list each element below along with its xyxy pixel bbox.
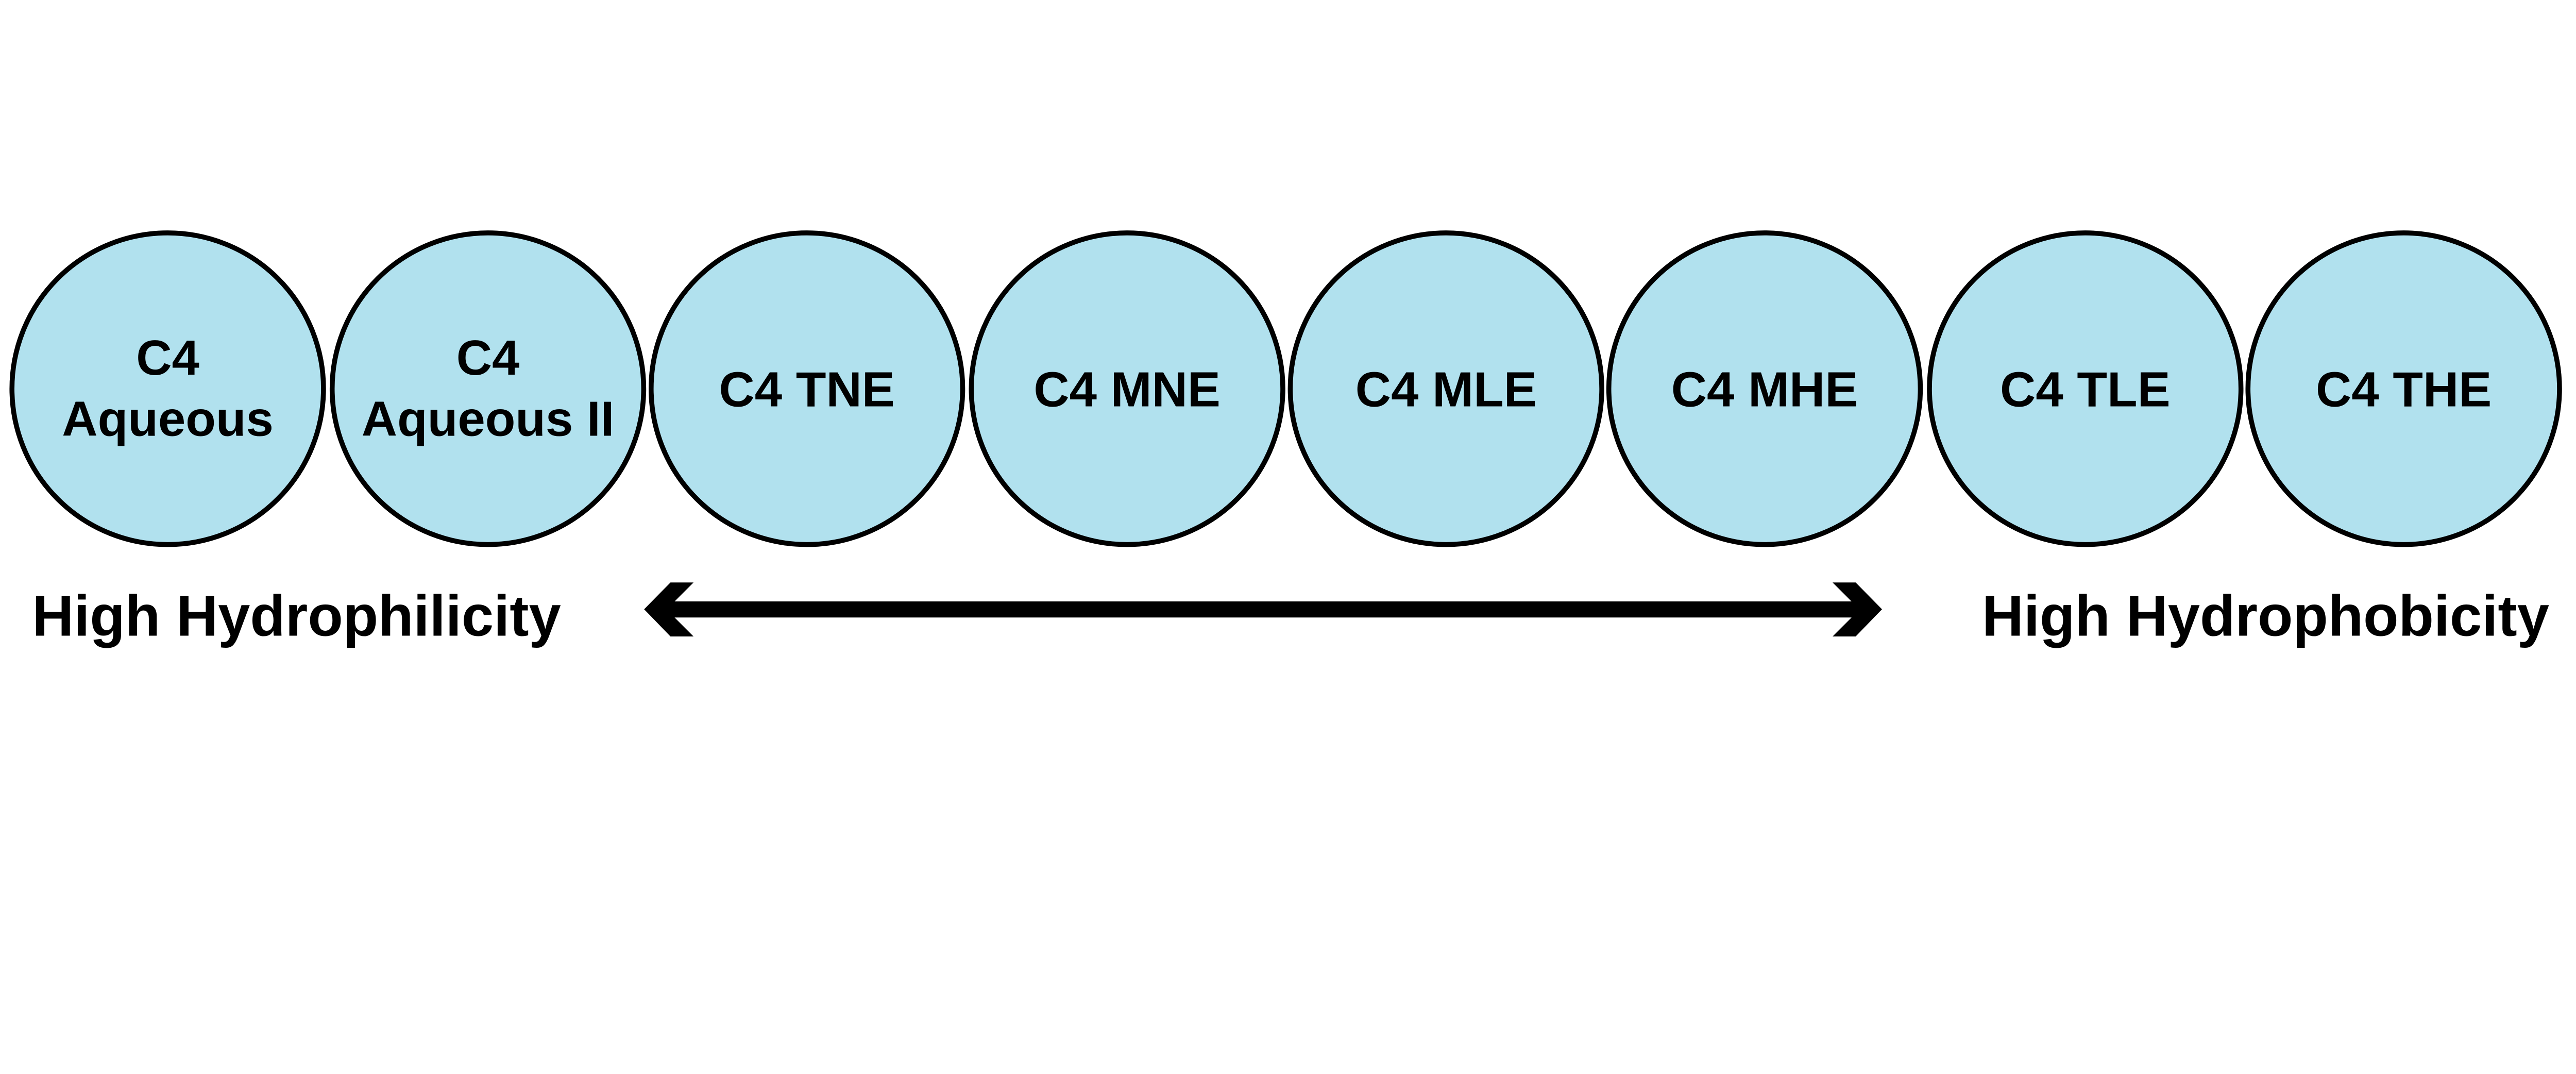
circle-label: C4 MNE	[1033, 362, 1221, 417]
arrow-head-left-icon	[644, 582, 694, 636]
circle-shape	[969, 230, 1285, 547]
circle-label: C4 THE	[2316, 362, 2492, 417]
circle-shape	[1606, 230, 1923, 547]
circle-shape	[2245, 230, 2562, 547]
resin-circle: C4 THE	[2245, 230, 2562, 547]
circle-shape	[329, 230, 647, 547]
circle-shape	[1927, 230, 2244, 547]
circle-label: C4 MHE	[1671, 362, 1858, 417]
circle-label: Aqueous	[62, 391, 274, 446]
left-scale-label: High Hydrophilicity	[32, 583, 561, 648]
circle-shape	[649, 230, 965, 547]
double-headed-arrow-icon	[644, 582, 1883, 636]
right-scale-label: High Hydrophobicity	[1982, 583, 2549, 648]
circle-label: Aqueous II	[362, 391, 615, 446]
circle-label: C4	[136, 330, 199, 385]
circle-label: C4 MLE	[1355, 362, 1537, 417]
circle-label: C4 TLE	[2000, 362, 2171, 417]
resin-circle: C4 MNE	[969, 230, 1285, 547]
resin-circle: C4 TLE	[1927, 230, 2244, 547]
arrow-head-right-icon	[1833, 582, 1883, 636]
arrow-shaft	[667, 601, 1859, 618]
resin-circle: C4 TNE	[649, 230, 965, 547]
circle-shape	[9, 230, 326, 547]
resin-circle: C4 MHE	[1606, 230, 1923, 547]
circle-label: C4 TNE	[719, 362, 895, 417]
circle-shape	[1287, 230, 1604, 547]
circle-label: C4	[456, 330, 520, 385]
resin-circle: C4 MLE	[1287, 230, 1604, 547]
